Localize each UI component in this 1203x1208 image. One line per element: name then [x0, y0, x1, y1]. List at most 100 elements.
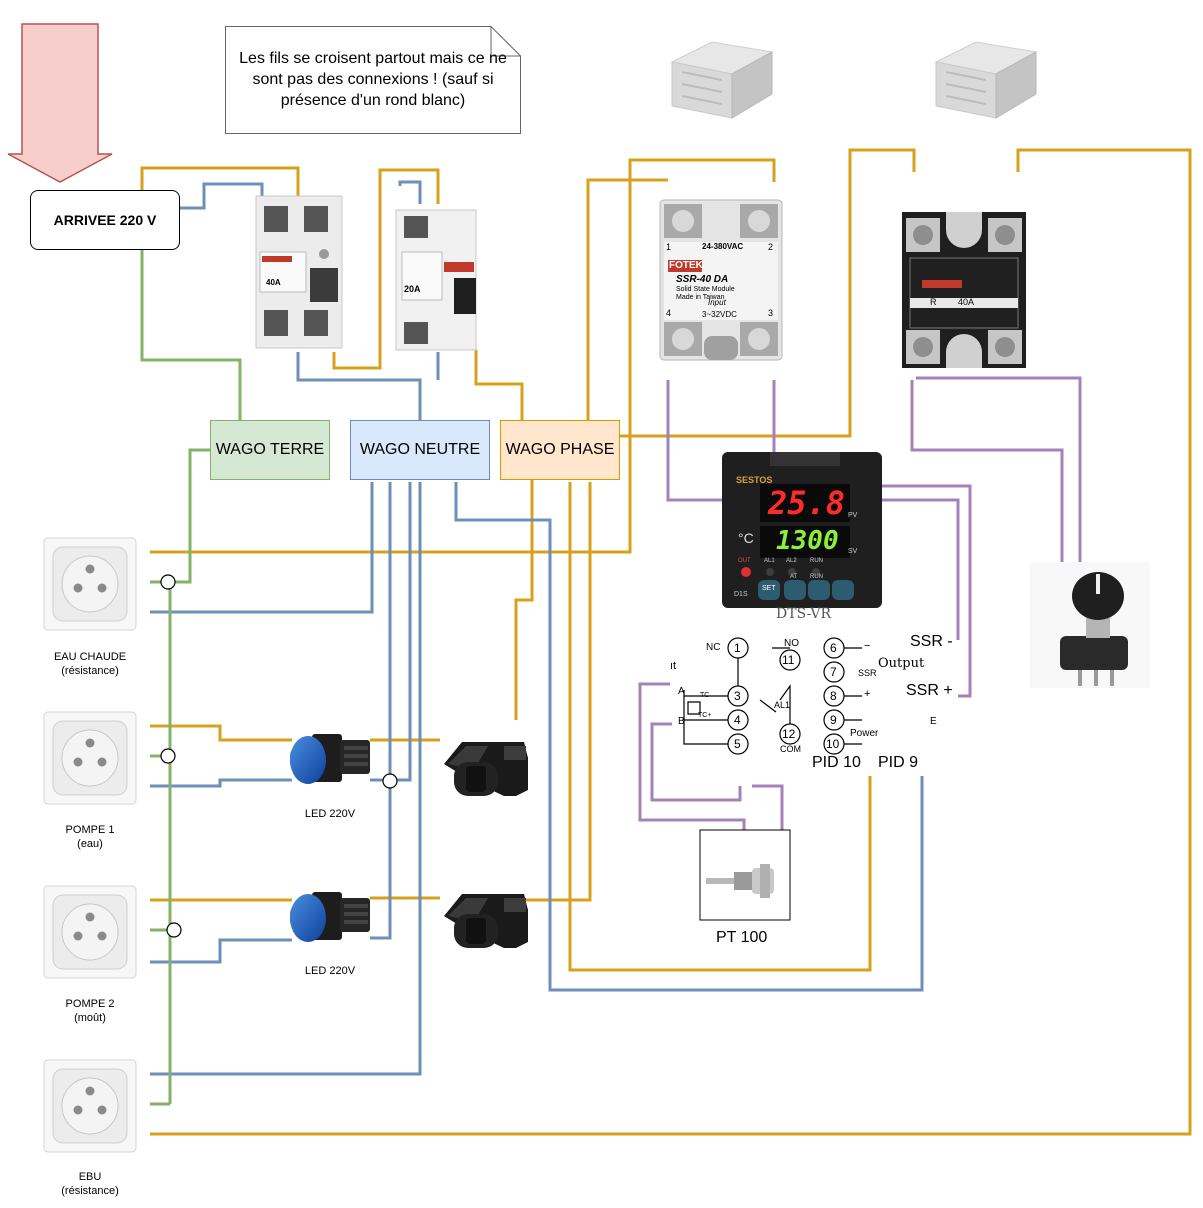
ssr1-dc-rating: 3~32VDC	[702, 310, 737, 319]
wires-group	[140, 148, 1192, 1136]
pt100-probe-icon	[699, 829, 791, 921]
incoming-arrow-icon	[7, 23, 113, 183]
selector-switch-2-icon	[444, 894, 528, 948]
note-text: Les fils se croisent partout mais ce ne …	[239, 50, 507, 109]
junction-circle	[166, 922, 182, 938]
heatsink-2-icon	[935, 41, 1037, 119]
ssr1-terminal-4: 4	[666, 308, 672, 318]
wago-terre-box: WAGO TERRE	[210, 420, 330, 480]
socket-eau-chaude-icon	[43, 537, 137, 631]
socket-ebu-name: EBU	[78, 1171, 102, 1183]
socket-pompe1-icon	[43, 711, 137, 805]
junction-circle	[382, 773, 398, 789]
socket-pompe2-label: POMPE 2 (moût)	[20, 997, 160, 1025]
pt100-label: PT 100	[716, 929, 768, 946]
pin-5: 5	[734, 737, 741, 751]
ssr-second-icon	[902, 212, 1026, 368]
pid-unit: °C	[738, 530, 754, 546]
pid-sv-label: SV	[848, 548, 858, 555]
socket-pompe2-sub: (moût)	[74, 1012, 106, 1024]
pin-10: 10	[826, 737, 840, 751]
ssr1-made: Made in Taiwan	[676, 294, 725, 301]
led-lamp-1-icon	[290, 734, 370, 784]
led-1-label: LED 220V	[304, 808, 356, 820]
socket-ebu-sub: (résistance)	[61, 1185, 119, 1197]
pin-11: 11	[782, 653, 795, 667]
ssr-plus-label: SSR +	[906, 682, 953, 699]
label-no: NO	[784, 638, 799, 649]
pid9-label: PID 9	[878, 754, 919, 771]
note-box: Les fils se croisent partout mais ce ne …	[225, 26, 521, 134]
pin-8: 8	[830, 689, 837, 703]
wago-phase-label: WAGO PHASE	[505, 441, 615, 458]
socket-ebu-icon	[43, 1059, 137, 1153]
pid-brand: SESTOS	[736, 475, 773, 485]
mcb-breaker-icon	[395, 209, 477, 351]
pid-pv-display: 25.8	[768, 484, 846, 522]
rcd-rating: 40A	[266, 278, 281, 287]
led-2-label: LED 220V	[304, 965, 356, 977]
ssr1-brand: FOTEK	[669, 260, 703, 271]
socket-pompe1-sub: (eau)	[77, 838, 103, 850]
pin-7: 7	[830, 665, 837, 679]
ssr2-rating: 40A	[958, 297, 975, 307]
pid10-label: PID 10	[812, 754, 861, 771]
wago-terre-label: WAGO TERRE	[215, 441, 325, 458]
pin-3: 3	[734, 689, 741, 703]
wago-neutre-label: WAGO NEUTRE	[359, 441, 481, 458]
arrival-label: ARRIVEE 220 V	[53, 212, 157, 228]
socket-eau-chaude-sub: (résistance)	[61, 665, 119, 677]
pid-led-out: OUT	[738, 558, 751, 564]
junction-circle	[160, 748, 176, 764]
socket-pompe1-name: POMPE 1	[65, 824, 115, 836]
label-al1: AL1	[774, 700, 791, 710]
pid-sv-display: 1300	[776, 526, 839, 556]
pin-6: 6	[830, 641, 837, 655]
pid-model: D1S	[734, 591, 748, 598]
pin-12: 12	[782, 727, 796, 741]
label-power: Power	[850, 728, 879, 739]
pin-9: 9	[830, 713, 837, 727]
pid-led-al2: AL2	[786, 558, 797, 564]
pid-key-at: AT	[790, 574, 798, 580]
pid-key-run: RUN	[810, 574, 823, 580]
label-plus: +	[864, 688, 871, 700]
pid-wiring-schematic	[683, 637, 862, 755]
note-shape	[225, 26, 521, 134]
socket-ebu-label: EBU (résistance)	[20, 1170, 160, 1198]
ssr-minus-label: SSR -	[910, 633, 953, 650]
ssr-fotek-icon	[659, 199, 783, 361]
ssr1-model: SSR-40 DA	[676, 274, 729, 285]
ssr1-input: Input	[708, 298, 726, 307]
selector-switch-1-icon	[444, 742, 528, 796]
label-a: A	[678, 686, 685, 697]
ssr1-terminal-1: 1	[666, 242, 672, 252]
pid-bottom-label: DTS-VR	[776, 606, 832, 622]
socket-pompe1-label: POMPE 1 (eau)	[20, 823, 160, 851]
ssr1-ac-rating: 24-380VAC	[702, 242, 744, 251]
socket-eau-chaude-label: EAU CHAUDE (résistance)	[20, 650, 160, 678]
socket-pompe2-name: POMPE 2	[65, 998, 115, 1010]
ssr1-terminal-2: 2	[768, 242, 774, 252]
label-e: E	[930, 716, 937, 727]
junction-points	[160, 574, 398, 938]
label-output: Output	[878, 656, 925, 671]
mcb-rating: 20A	[404, 284, 421, 294]
label-nc: NC	[706, 642, 721, 653]
pid-pv-label: PV	[848, 512, 858, 519]
pid-led-al1: AL1	[764, 558, 775, 564]
label-it: ıt	[670, 660, 677, 672]
socket-eau-chaude-name: EAU CHAUDE	[53, 651, 127, 663]
heatsink-1-icon	[671, 41, 773, 119]
socket-pompe2-icon	[43, 885, 137, 979]
pid-key-set: SET	[762, 585, 776, 592]
label-minus: −	[864, 640, 871, 652]
pin-1: 1	[734, 641, 741, 655]
wago-phase-box: WAGO PHASE	[500, 420, 620, 480]
label-com: COM	[780, 744, 801, 754]
pid-led-run: RUN	[810, 558, 823, 564]
junction-circle	[160, 574, 176, 590]
ssr1-subtitle: Solid State Module	[676, 286, 735, 293]
label-b: B	[678, 716, 685, 727]
